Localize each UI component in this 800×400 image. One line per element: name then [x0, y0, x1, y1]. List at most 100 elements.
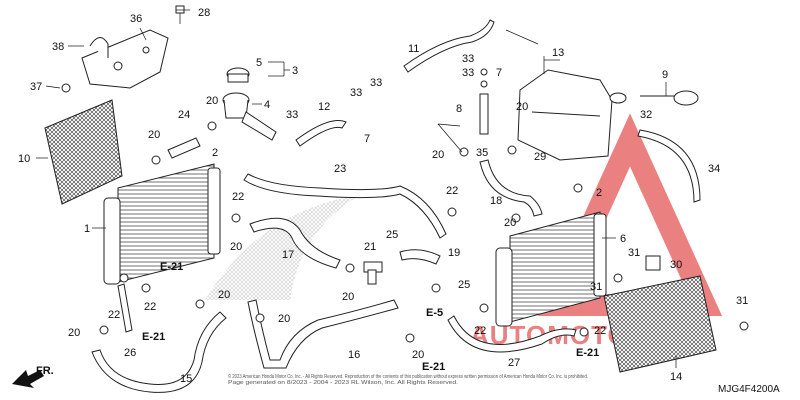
arrow-icon	[12, 370, 44, 388]
tube-12	[295, 120, 347, 147]
label-31a: 31	[628, 247, 640, 259]
label-5: 5	[256, 57, 262, 69]
label-7a: 7	[364, 133, 370, 145]
label-27: 27	[508, 357, 520, 369]
label-33b: 33	[350, 87, 362, 99]
hose-clamps	[99, 121, 749, 343]
hose-16	[247, 299, 399, 369]
label-2a: 2	[212, 147, 218, 159]
label-25b: 25	[458, 279, 470, 291]
fitting-21	[363, 261, 383, 285]
hose-23	[243, 173, 447, 239]
label-34: 34	[708, 163, 720, 175]
label-31c: 31	[736, 295, 748, 307]
leader-lines	[36, 9, 677, 368]
label-22d: 22	[446, 185, 458, 197]
label-11: 11	[408, 43, 419, 55]
radiator-guard-14	[603, 275, 717, 373]
ref-e21-c: E-21	[422, 361, 445, 373]
label-35: 35	[476, 147, 488, 159]
label-25a: 25	[386, 229, 398, 241]
front-direction-indicator: FR.	[12, 365, 54, 388]
label-38: 38	[52, 41, 64, 53]
background-wing-logo	[205, 195, 360, 300]
tank-cap-9	[640, 90, 699, 106]
label-14: 14	[670, 371, 682, 383]
label-7b: 7	[496, 67, 502, 79]
tube-27	[447, 315, 577, 353]
label-20a: 20	[206, 95, 218, 107]
copyright-line-2: Page generated on 8/2023 - 2004 - 2023 R…	[228, 380, 458, 386]
label-31b: 31	[590, 281, 602, 293]
label-15: 15	[180, 373, 192, 385]
label-9: 9	[662, 69, 668, 81]
ref-e21-b: E-21	[142, 331, 165, 343]
bracket-36	[81, 29, 169, 89]
hose-18	[479, 159, 543, 217]
label-29: 29	[534, 151, 546, 163]
label-20j: 20	[504, 217, 516, 229]
bolt-28	[175, 5, 185, 24]
label-20c: 20	[230, 241, 242, 253]
label-17: 17	[282, 249, 294, 261]
clamp-38	[89, 37, 109, 58]
label-20d: 20	[342, 291, 354, 303]
label-12: 12	[318, 101, 330, 113]
label-21: 21	[364, 241, 376, 253]
label-23: 23	[334, 163, 346, 175]
grommet-30	[645, 255, 661, 271]
label-8: 8	[456, 103, 462, 115]
label-26: 26	[124, 347, 136, 359]
label-20k: 20	[516, 101, 528, 113]
hose-17	[249, 217, 341, 269]
tube-11	[403, 19, 495, 73]
label-33e: 33	[462, 53, 474, 65]
copyright-line-1: © 2023 American Honda Motor Co. Inc. - A…	[228, 373, 588, 380]
label-1: 1	[84, 223, 90, 235]
label-20b: 20	[148, 129, 160, 141]
diagram-code: MJG4F4200A	[718, 384, 780, 395]
label-20i: 20	[432, 149, 444, 161]
label-37: 37	[30, 81, 42, 93]
label-32: 32	[640, 109, 652, 121]
reserve-tank-13	[517, 69, 627, 161]
label-33d: 33	[462, 67, 474, 79]
label-4: 4	[264, 99, 270, 111]
label-2b: 2	[596, 187, 602, 199]
label-13: 13	[552, 47, 564, 59]
filler-neck-4	[222, 92, 277, 141]
ref-e21-a: E-21	[160, 261, 183, 273]
label-6: 6	[620, 233, 626, 245]
section-references: E-21 E-21 E-21 E-21 E-5	[142, 261, 599, 373]
label-22a: 22	[232, 191, 244, 203]
label-28: 28	[198, 7, 210, 19]
hose-19	[399, 249, 441, 265]
label-22e: 22	[474, 325, 486, 337]
left-radiator-1	[103, 163, 221, 285]
label-24: 24	[178, 109, 190, 121]
hose-15	[91, 311, 227, 393]
label-30: 30	[670, 259, 682, 271]
label-10: 10	[18, 153, 30, 165]
hose-34	[637, 129, 701, 203]
label-22f: 22	[594, 325, 606, 337]
bolt-37	[61, 83, 71, 93]
tube-26	[117, 283, 133, 333]
radiator-cap-5	[226, 67, 250, 83]
label-22c: 22	[108, 309, 120, 321]
ref-e21-d: E-21	[576, 347, 599, 359]
label-20f: 20	[278, 313, 290, 325]
hose-24	[167, 137, 201, 159]
label-20h: 20	[412, 349, 424, 361]
ref-e5: E-5	[426, 307, 443, 319]
label-18: 18	[490, 195, 502, 207]
label-22b: 22	[144, 301, 156, 313]
fr-label: FR.	[36, 365, 54, 377]
label-20g: 20	[68, 327, 80, 339]
label-3: 3	[292, 65, 298, 77]
label-36: 36	[130, 13, 142, 25]
vent-pipe-8	[479, 68, 489, 135]
part-number-labels: 1 2 2 3 4 5 6 7 7 8 9 10 11 12 13 14 15 …	[18, 7, 748, 385]
